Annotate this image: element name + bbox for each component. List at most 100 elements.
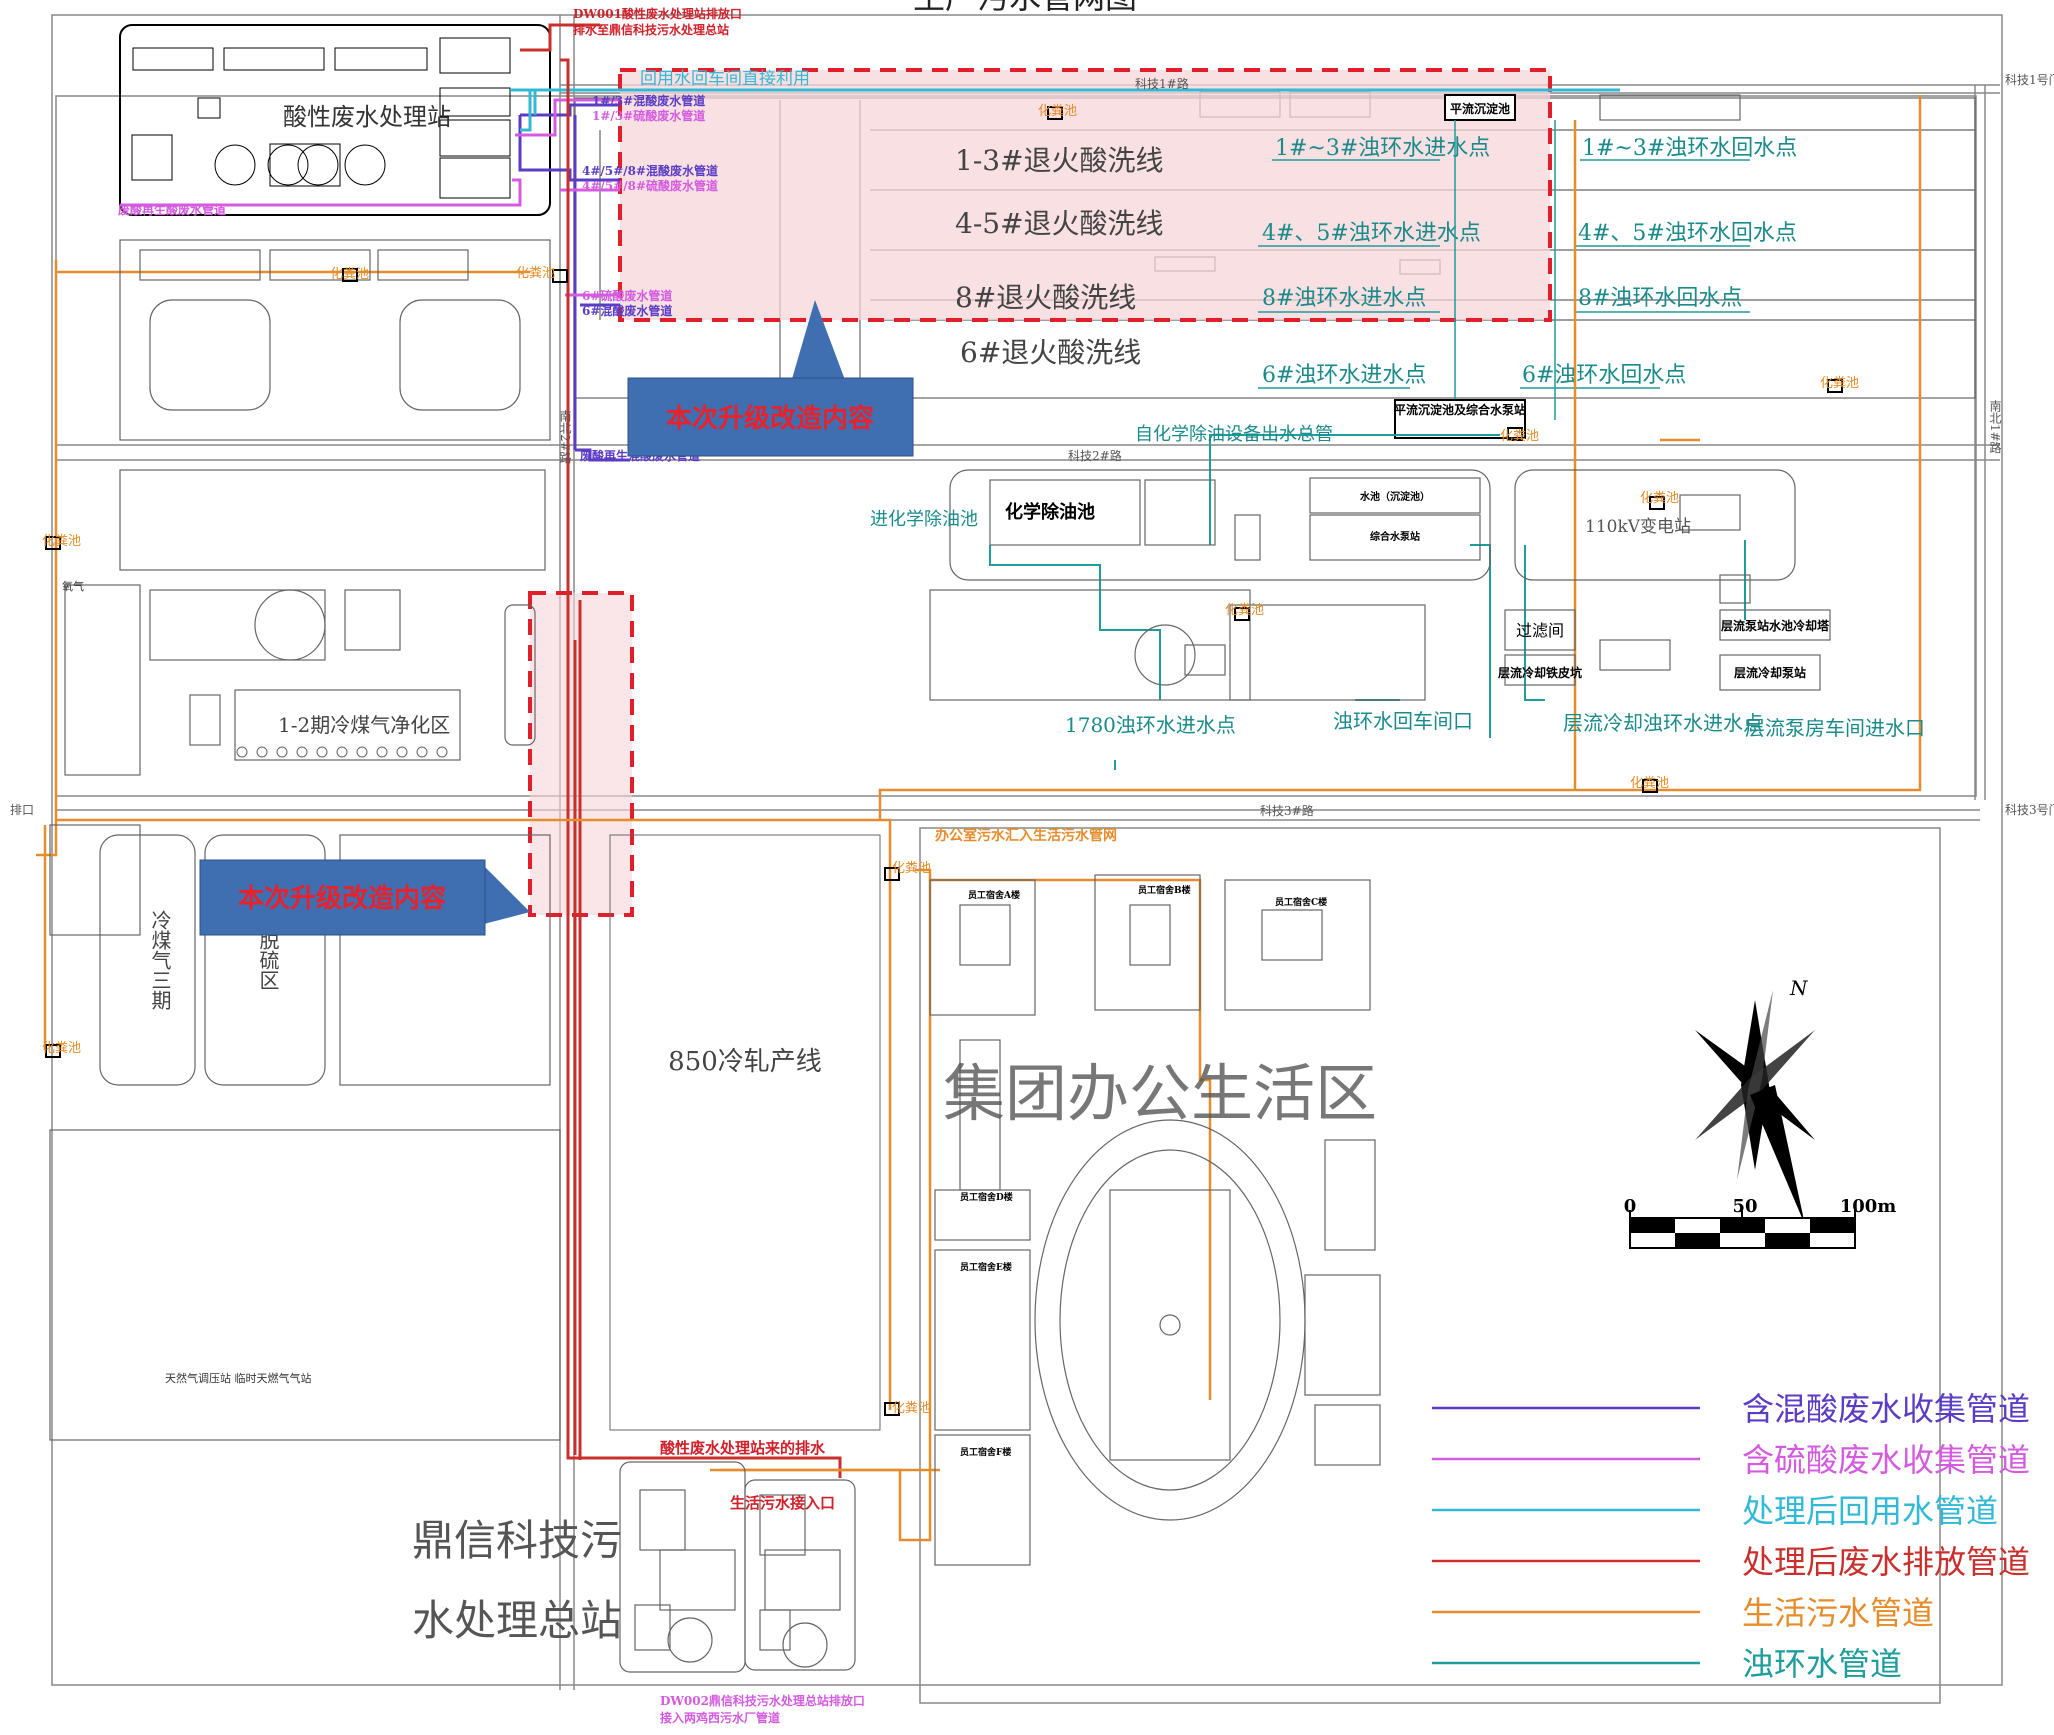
oil-in-label: 进化学除油池: [870, 509, 978, 530]
ns1-label: 南北1#路: [1988, 399, 2002, 455]
page-title: 生产污水管网图: [913, 0, 1137, 16]
legend-label-discharge: 处理后废水排放管道: [1742, 1543, 2030, 1581]
gas-label: 氧气: [62, 579, 84, 593]
road2-label: 科技2#路: [1068, 448, 1122, 463]
road1-label: 科技1#路: [1135, 76, 1189, 91]
septic-tanks: 化粪池 化粪池 化粪池 化粪池 化粪池 化粪池 化粪池 化粪池 化粪池 化粪池 …: [42, 104, 1859, 1416]
domestic-pipes: [36, 95, 1922, 1542]
mix458a-label: 4#/5#/8#混酸废水管道: [582, 163, 718, 178]
dingxin-station-label-2: 水处理总站: [412, 1596, 622, 1645]
middle-right-blocks: [929, 469, 1831, 701]
oil-main-label: 自化学除油设备出水总管: [1135, 424, 1333, 445]
reuse-pipes: [510, 88, 1620, 132]
laminar-pump-label: 层流冷却泵站: [1734, 665, 1806, 680]
mix13a-label: 1#/3#混酸废水管道: [592, 93, 705, 108]
svg-text:化粪池: 化粪池: [330, 267, 369, 282]
desulf-label: 脱硫区: [256, 930, 280, 990]
acid-station: 酸性废水处理站: [119, 24, 551, 216]
upgrade-area-top: [618, 68, 1552, 322]
dorm-d-label: 员工宿舍D楼: [960, 1191, 1013, 1203]
gate1-label: 科技1号门: [2005, 72, 2054, 87]
outlet-label: 排口: [10, 803, 34, 817]
gas-purify-label: 1-2期冷煤气净化区: [278, 713, 450, 737]
line-13-label: 1-3#退火酸洗线: [955, 144, 1164, 177]
svg-text:50: 50: [1732, 1196, 1757, 1217]
compass-icon: N: [1695, 976, 1815, 1225]
dorm-c-label: 员工宿舍C楼: [1275, 896, 1327, 908]
legend-label-mixed_acid: 含混酸废水收集管道: [1742, 1390, 2030, 1428]
legend-label-turbid: 浊环水管道: [1742, 1645, 1902, 1683]
acid-drain-label: 酸性废水处理站来的排水: [660, 1439, 826, 1457]
out45-label: 4#、5#浊环水回水点: [1578, 221, 1797, 246]
line-45-label: 4-5#退火酸洗线: [955, 207, 1164, 240]
line850-label: 850冷轧产线: [668, 1047, 822, 1077]
laminar-in-label: 层流冷却浊环水进水点: [1563, 711, 1763, 735]
svg-text:化粪池: 化粪池: [42, 1041, 81, 1056]
cold-gas3-label: 冷煤气三期: [148, 910, 172, 1010]
regen-left-label: 废酸再生酸废水管道: [118, 202, 226, 217]
middle-left-blocks: [49, 239, 561, 1441]
out8-label: 8#浊环水回水点: [1578, 286, 1742, 311]
line-6-label: 6#退火酸洗线: [960, 336, 1141, 369]
discharge-pipes: [520, 23, 842, 1478]
dorm-a-label: 员工宿舍A楼: [968, 889, 1020, 901]
laminar-tower-label: 层流泵站水池冷却塔: [1721, 618, 1830, 633]
in13-label: 1#~3#浊环水进水点: [1275, 136, 1490, 161]
svg-text:化粪池: 化粪池: [1630, 776, 1669, 791]
road3-label: 科技3#路: [1260, 803, 1314, 818]
svg-text:化粪池: 化粪池: [1640, 491, 1679, 506]
dorm-f-label: 员工宿舍F楼: [960, 1446, 1011, 1458]
legend-label-domestic: 生活污水管道: [1742, 1594, 1934, 1632]
svg-text:100m: 100m: [1840, 1196, 1897, 1217]
callout-bottom-text: 本次升级改造内容: [238, 883, 446, 914]
oil-pool-label: 化学除油池: [1005, 501, 1095, 523]
ns2-label: 南北2#路: [558, 409, 572, 465]
filter-room-label: 过滤间: [1516, 621, 1564, 640]
laminar-pit-label: 层流冷却铁皮坑: [1498, 665, 1582, 680]
svg-text:N: N: [1789, 976, 1809, 1000]
office-zone: [929, 874, 1381, 1566]
out13-label: 1#~3#浊环水回水点: [1582, 136, 1797, 161]
acid-station-label: 酸性废水处理站: [283, 103, 451, 131]
callout-top-text: 本次升级改造内容: [666, 403, 874, 434]
dingxin-station-label-1: 鼎信科技污: [412, 1516, 622, 1565]
domestic-in-label: 生活污水接入口: [730, 1494, 835, 1512]
svg-text:0: 0: [1624, 1196, 1637, 1217]
out6-label: 6#浊环水回水点: [1522, 363, 1686, 388]
legend-label-sulfuric: 含硫酸废水收集管道: [1742, 1441, 2030, 1479]
air-station-label: 天然气调压站 临时天燃气气站: [165, 1371, 312, 1385]
settle-pump-label: 平流沉淀池及综合水泵站: [1394, 402, 1526, 417]
dingxin-station: [619, 1461, 856, 1673]
svg-text:化粪池: 化粪池: [892, 1401, 931, 1416]
gate3-label: 科技3号门: [2005, 802, 2054, 817]
acid6b-label: 6#混酸废水管道: [582, 303, 672, 318]
office-zone-label: 集团办公生活区: [943, 1057, 1377, 1130]
svg-text:化粪池: 化粪池: [892, 861, 931, 876]
legend: 含混酸废水收集管道含硫酸废水收集管道处理后回用水管道处理后废水排放管道生活污水管…: [1432, 1390, 2030, 1683]
svg-text:化粪池: 化粪池: [516, 266, 555, 281]
laminar-pump-in-label: 层流泵房车间进水口: [1745, 716, 1925, 740]
scale-bar: 0 50 100m: [1624, 1196, 1897, 1249]
gas-purify-circles: [236, 746, 448, 758]
dw001-label: DW001酸性废水处理站排放口: [573, 6, 742, 21]
mix13b-label: 1#/3#硫酸废水管道: [592, 108, 705, 123]
dw001b-label: 排水至鼎信科技污水处理总站: [573, 22, 729, 37]
turbid-return-label: 浊环水回车间口: [1333, 709, 1473, 733]
callout-top: [627, 377, 914, 457]
legend-label-reuse: 处理后回用水管道: [1742, 1492, 1998, 1530]
pump-house-label: 综合水泵站: [1370, 530, 1420, 543]
dorm-b-label: 员工宿舍B楼: [1138, 884, 1191, 896]
svg-text:化粪池: 化粪池: [1500, 429, 1539, 444]
office-sewage-label: 办公室污水汇入生活污水管网: [935, 827, 1117, 844]
svg-text:化粪池: 化粪池: [1820, 376, 1859, 391]
in8-label: 8#浊环水进水点: [1262, 286, 1426, 311]
line-8-label: 8#退火酸洗线: [955, 281, 1136, 314]
in45-label: 4#、5#浊环水进水点: [1262, 221, 1481, 246]
acid6a-label: 6#硫酸废水管道: [582, 288, 672, 303]
svg-text:化粪池: 化粪池: [1225, 603, 1264, 618]
svg-text:化粪池: 化粪池: [1038, 104, 1077, 119]
in1780-label: 1780浊环水进水点: [1065, 713, 1236, 737]
svg-text:化粪池: 化粪池: [42, 534, 81, 549]
substation-label: 110kV变电站: [1585, 517, 1691, 537]
